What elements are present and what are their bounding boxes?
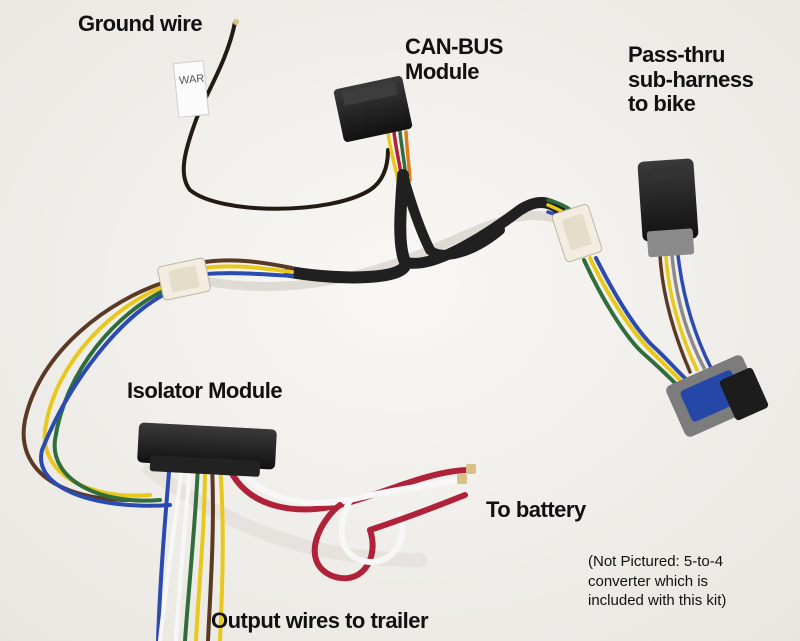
blue-plug [666, 355, 769, 437]
battery-wires [227, 465, 473, 582]
ground-wire-label: Ground wire [78, 11, 203, 36]
main-sheath [284, 169, 566, 284]
isolator-module-label: Isolator Module [127, 378, 283, 403]
ground-wire: WAR [172, 19, 390, 211]
output-wires [156, 458, 225, 641]
not-pictured-note: (Not Pictured: 5-to-4 converter which is… [588, 553, 727, 609]
to-battery-label: To battery [486, 497, 586, 522]
pass-thru-wires [582, 256, 692, 390]
ground-wire-tag-text: WAR [178, 73, 204, 88]
output-wires-label: Output wires to trailer [211, 608, 429, 633]
canbus-module [333, 76, 413, 142]
left-connector-wires [203, 258, 294, 278]
pass-thru-plug [637, 158, 699, 258]
terminal-ends [457, 464, 476, 484]
pass-thru-label: Pass-thru sub-harness to bike [628, 42, 754, 117]
left-loop-wires [21, 280, 172, 508]
sub-harness-wires [658, 253, 713, 374]
canbus-module-label: CAN-BUS Module [405, 34, 503, 84]
ground-wire-tag [172, 60, 210, 118]
left-connector [157, 257, 211, 301]
right-connector [551, 203, 603, 263]
ground-wire-tip [233, 19, 239, 25]
isolator-module [137, 422, 277, 477]
